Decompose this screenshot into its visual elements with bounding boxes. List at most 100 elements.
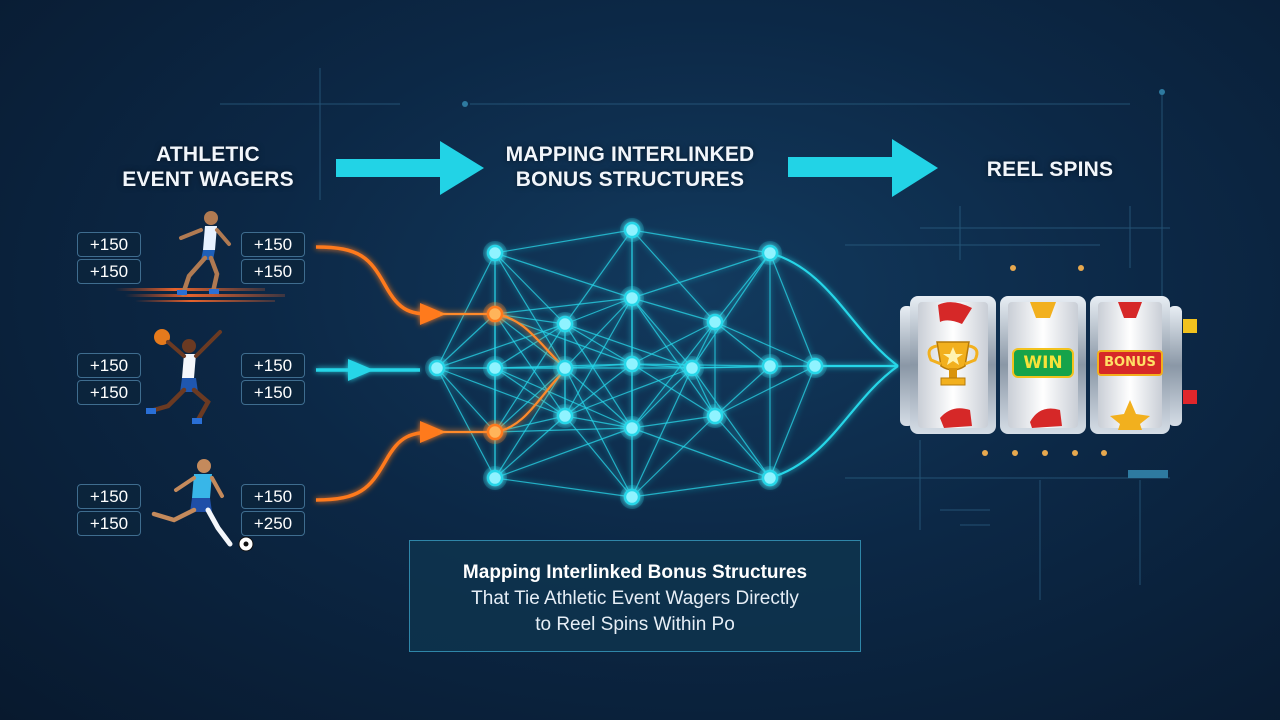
heading-line: ATHLETIC bbox=[156, 143, 260, 166]
heading-athletic-event-wagers: ATHLETIC EVENT WAGERS bbox=[90, 142, 326, 192]
network-edge bbox=[494, 323, 566, 369]
network-edge bbox=[494, 477, 633, 498]
connector-running bbox=[315, 245, 441, 316]
network-edge bbox=[494, 367, 633, 429]
network-edge bbox=[494, 367, 566, 417]
caption-title: Mapping Interlinked Bonus Structures bbox=[462, 562, 808, 583]
runner-icon bbox=[115, 211, 285, 302]
network-edge bbox=[564, 363, 633, 417]
network-edge bbox=[691, 321, 716, 369]
bonus-label: BONUS bbox=[1104, 355, 1156, 370]
network-edge bbox=[494, 252, 566, 325]
odds-soccer-left-2: +150 bbox=[77, 511, 141, 536]
network-node bbox=[556, 315, 574, 333]
network-edge bbox=[494, 229, 633, 254]
network-edge bbox=[436, 313, 496, 369]
network-edge bbox=[564, 229, 633, 325]
odds-basketball-right-2: +150 bbox=[241, 380, 305, 405]
network-edge bbox=[631, 321, 716, 365]
win-label: WIN bbox=[1023, 353, 1063, 373]
network-node bbox=[556, 359, 574, 377]
network-edge bbox=[714, 321, 771, 367]
basketball-player-icon bbox=[146, 329, 222, 424]
network-edge bbox=[631, 297, 716, 417]
odds-running-right-1: +150 bbox=[241, 232, 305, 257]
connector-arrow-basketball bbox=[348, 359, 374, 381]
network-edge bbox=[691, 367, 716, 417]
trophy-icon bbox=[927, 341, 979, 386]
odds-basketball-left-1: +150 bbox=[77, 353, 141, 378]
connector-soccer bbox=[315, 430, 441, 502]
network-edge bbox=[494, 313, 566, 325]
network-edge bbox=[436, 367, 496, 479]
caption-box: Mapping Interlinked Bonus Structures Tha… bbox=[409, 540, 861, 652]
network-edge bbox=[631, 427, 771, 479]
network-edge bbox=[631, 229, 771, 254]
network-node bbox=[623, 355, 641, 373]
soccer-player-icon bbox=[151, 459, 254, 552]
network-edge bbox=[494, 427, 633, 433]
network-edge bbox=[494, 313, 566, 417]
network-edge bbox=[494, 415, 566, 479]
network-edge bbox=[564, 415, 633, 429]
flow-arrow-1 bbox=[336, 141, 484, 195]
network-node bbox=[486, 359, 504, 377]
network-node bbox=[623, 289, 641, 307]
network-edge bbox=[714, 365, 771, 417]
network-node bbox=[556, 407, 574, 425]
network-edge bbox=[494, 297, 633, 315]
network-edge bbox=[631, 297, 716, 323]
network-node bbox=[706, 407, 724, 425]
network-edge bbox=[564, 367, 693, 417]
network-edge bbox=[564, 297, 633, 369]
network-edge bbox=[631, 415, 716, 498]
network-node bbox=[761, 244, 779, 262]
network-edge bbox=[691, 367, 771, 479]
network-edge bbox=[691, 252, 771, 369]
network-edge bbox=[436, 367, 566, 417]
network-edge bbox=[631, 229, 716, 323]
network-node bbox=[706, 313, 724, 331]
network-edge bbox=[564, 367, 633, 498]
heading-line: REEL SPINS bbox=[986, 158, 1114, 181]
network-edge bbox=[714, 252, 771, 323]
network-edge bbox=[564, 323, 633, 365]
output-path-bottom bbox=[769, 365, 899, 480]
heading-line: BONUS STRUCTURES bbox=[515, 168, 745, 191]
win-icon: WIN bbox=[1012, 348, 1074, 378]
caption-line-2: to Reel Spins Within Po bbox=[535, 614, 735, 635]
network-node bbox=[623, 488, 641, 506]
network-edge bbox=[494, 252, 633, 299]
network-edge bbox=[631, 367, 693, 498]
network-edges bbox=[436, 229, 816, 498]
odds-running-right-2: +150 bbox=[241, 259, 305, 284]
network-node bbox=[683, 359, 701, 377]
network-node bbox=[486, 244, 504, 262]
connector-arrow-running bbox=[420, 303, 446, 325]
bonus-icon: BONUS bbox=[1097, 350, 1163, 376]
network-edge bbox=[436, 323, 566, 369]
network-node bbox=[761, 357, 779, 375]
network-nodes bbox=[425, 218, 827, 509]
network-edge bbox=[564, 363, 633, 369]
output-path-top bbox=[769, 251, 899, 367]
odds-basketball-left-2: +150 bbox=[77, 380, 141, 405]
network-edge bbox=[564, 323, 633, 429]
network-edge bbox=[769, 365, 816, 479]
network-edge bbox=[714, 321, 816, 367]
network-node-orange bbox=[486, 423, 504, 441]
network-edge bbox=[714, 365, 816, 417]
network-edge bbox=[631, 415, 716, 429]
connector-arrow-soccer bbox=[420, 421, 446, 443]
network-edge bbox=[564, 297, 633, 417]
network-node-orange bbox=[486, 305, 504, 323]
odds-running-left-2: +150 bbox=[77, 259, 141, 284]
network-edge bbox=[769, 252, 816, 367]
network-edge bbox=[714, 415, 771, 479]
network-edge bbox=[494, 427, 633, 479]
network-edge bbox=[436, 367, 496, 433]
network-node bbox=[428, 359, 446, 377]
network-edge bbox=[631, 297, 693, 369]
